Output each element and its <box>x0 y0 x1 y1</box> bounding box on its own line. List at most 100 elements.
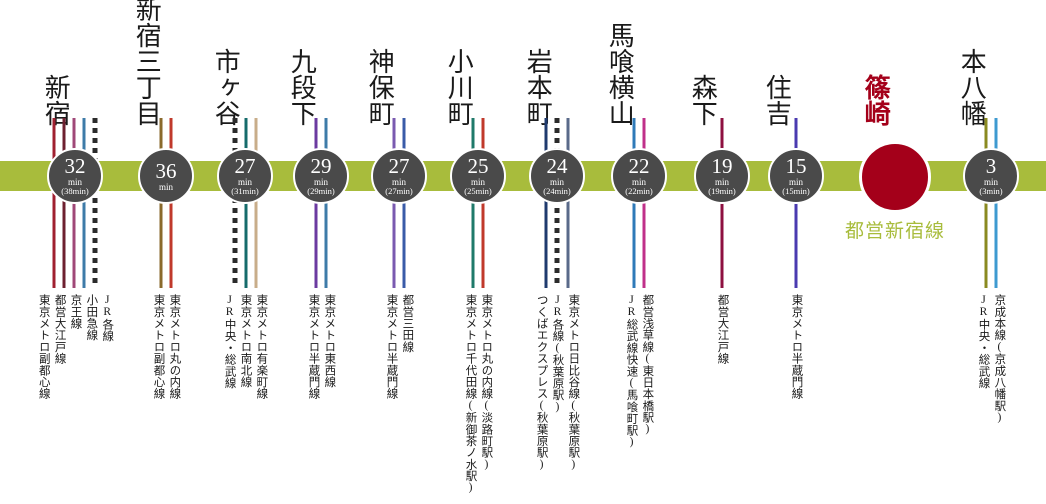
station-name: 新宿 <box>41 74 71 126</box>
travel-time-alt: (24min) <box>543 186 571 197</box>
transfer-label: 東京メトロ半蔵門線 <box>307 294 320 400</box>
station-name-wrap: 市ヶ谷 <box>211 4 265 126</box>
station-name: 新宿三丁目 <box>132 0 162 126</box>
transfer-label-list: 都営大江戸線 <box>716 294 728 364</box>
travel-time-unit: min <box>237 177 252 188</box>
station-name-wrap: 神保町 <box>365 4 419 126</box>
transfer-label: 東京メトロ半蔵門線 <box>790 294 803 400</box>
travel-time-unit: min <box>391 177 406 188</box>
jr-dashed-stroke-icon <box>232 118 238 288</box>
station-name-wrap: 九段下 <box>287 4 341 126</box>
station-name: 岩本町 <box>523 48 553 126</box>
station-name: 市ヶ谷 <box>211 48 241 126</box>
station-name-wrap: 篠崎 <box>861 4 915 126</box>
transfer-label: 東京メトロ丸の内線(淡路町駅) <box>480 294 493 471</box>
travel-time-minutes: 25 <box>467 154 489 179</box>
transfer-label: つくばエクスプレス(秋葉原駅) <box>535 294 548 471</box>
transfer-label: 東京メトロ半蔵門線 <box>385 294 398 400</box>
transfer-label: 東京メトロ南北線 <box>239 294 252 388</box>
travel-time-minutes: 19 <box>711 154 733 179</box>
travel-time-unit: min <box>714 177 729 188</box>
transfer-label-list: 京成本線(京成八幡駅)JR中央・総武線 <box>977 294 1006 424</box>
transfer-label: JR中央・総武線 <box>223 294 236 389</box>
terminal-station-dot[interactable] <box>859 141 931 213</box>
transfer-label: JR各線 <box>101 294 114 342</box>
travel-time-alt: (38min) <box>61 186 89 197</box>
travel-time-unit: min <box>631 177 646 188</box>
station-name: 住吉 <box>762 74 792 126</box>
travel-time-unit: min <box>313 177 328 188</box>
travel-time-unit: min <box>67 177 82 188</box>
station-name-wrap: 森下 <box>688 4 742 126</box>
line-name-caption: 都営新宿線 <box>844 221 946 242</box>
line-stroke-icon <box>52 118 56 288</box>
transfer-label: 都営三田線 <box>401 294 414 353</box>
travel-time-minutes: 3 <box>985 154 997 179</box>
travel-time-alt: (25min) <box>464 186 492 197</box>
travel-time-unit: min <box>549 177 564 188</box>
transfer-label: 東京メトロ副都心線 <box>37 294 50 400</box>
station-name-wrap: 岩本町 <box>523 4 577 126</box>
travel-time-minutes: 36 <box>155 158 177 183</box>
station-name: 九段下 <box>287 48 317 126</box>
station-name-wrap: 小川町 <box>444 4 498 126</box>
travel-time-alt: (15min) <box>782 186 810 197</box>
station-name: 本八幡 <box>957 48 987 126</box>
travel-time-minutes: 32 <box>64 154 86 179</box>
transfer-label-list: JR各線小田急線京王線都営大江戸線東京メトロ副都心線 <box>37 294 114 400</box>
station-name: 神保町 <box>365 48 395 126</box>
station-name-wrap: 馬喰横山 <box>605 4 659 126</box>
travel-time-minutes: 22 <box>628 154 650 179</box>
transfer-label: 都営浅草線(東日本橋駅) <box>641 294 654 436</box>
station-name: 馬喰横山 <box>605 22 635 126</box>
transfer-label: 東京メトロ有楽町線 <box>255 294 268 400</box>
transfer-label: JR中央・総武線 <box>977 294 990 389</box>
transfer-label: JR各線(秋葉原駅) <box>551 294 564 413</box>
transfer-label: 東京メトロ丸の内線 <box>168 294 181 400</box>
transfer-label: 東京メトロ副都心線 <box>152 294 165 400</box>
transfer-label: 京成本線(京成八幡駅) <box>993 294 1006 424</box>
travel-time-unit: min <box>158 181 173 192</box>
transfer-label-list: 都営浅草線(東日本橋駅)JR総武線快速(馬喰町駅) <box>625 294 654 448</box>
line-stroke-icon <box>254 118 258 288</box>
transfer-label: 東京メトロ東西線 <box>323 294 336 388</box>
travel-time-minutes: 27 <box>234 154 256 179</box>
station-name: 小川町 <box>444 48 474 126</box>
travel-time-alt: (31min) <box>231 186 259 197</box>
transfer-label-list: 東京メトロ日比谷線(秋葉原駅)JR各線(秋葉原駅)つくばエクスプレス(秋葉原駅) <box>535 294 580 471</box>
line-stroke-icon <box>82 118 86 288</box>
line-stroke-icon <box>566 118 570 288</box>
jr-dashed-stroke-icon <box>92 118 98 288</box>
transfer-label-list: 東京メトロ丸の内線東京メトロ副都心線 <box>152 294 181 399</box>
station-name-wrap: 本八幡 <box>957 4 1011 126</box>
travel-time-unit: min <box>788 177 803 188</box>
line-stroke-icon <box>544 118 548 288</box>
transfer-label: 東京メトロ千代田線(新御茶ノ水駅) <box>464 294 477 494</box>
station-name-wrap: 新宿 <box>41 4 95 126</box>
travel-time-minutes: 24 <box>546 154 568 179</box>
travel-time-alt: (19min) <box>708 186 736 197</box>
travel-time-alt: (29min) <box>307 186 335 197</box>
travel-time-alt: (27min) <box>385 186 413 197</box>
travel-time-unit: min <box>470 177 485 188</box>
station-name: 森下 <box>688 74 718 126</box>
travel-time-unit: min <box>983 177 998 188</box>
transfer-label-list: 東京メトロ東西線東京メトロ半蔵門線 <box>307 294 336 399</box>
travel-time-minutes: 27 <box>388 154 410 179</box>
transfer-label-list: 都営三田線東京メトロ半蔵門線 <box>385 294 414 399</box>
station-name: 篠崎 <box>861 74 891 126</box>
transfer-label: JR総武線快速(馬喰町駅) <box>625 294 638 449</box>
